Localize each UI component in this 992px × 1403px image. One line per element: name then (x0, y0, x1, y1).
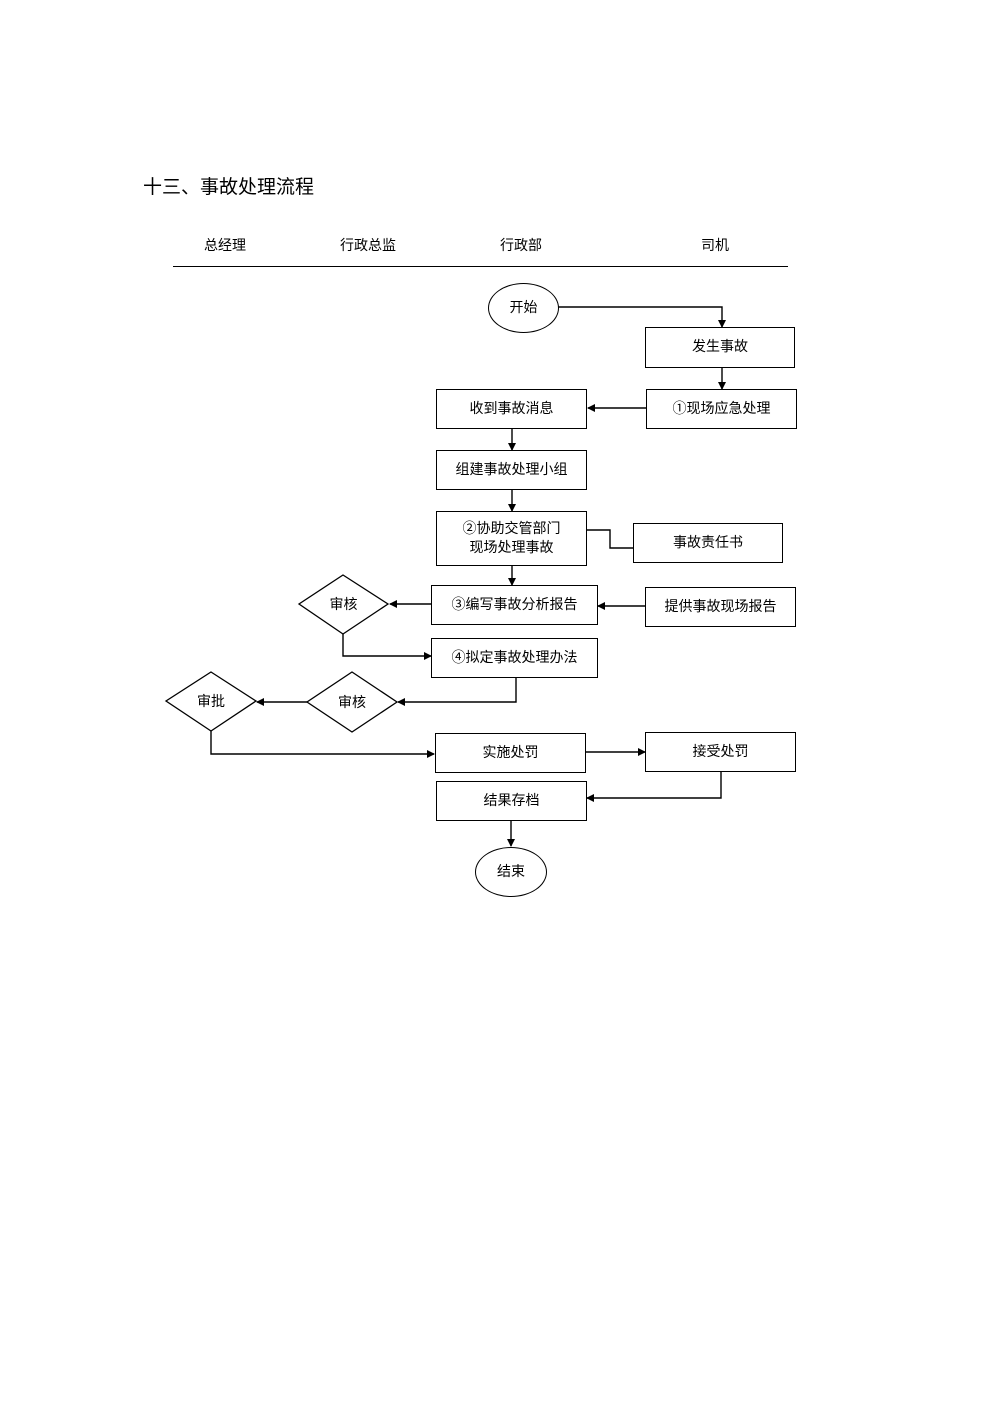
receive-news-box: 收到事故消息 (436, 389, 587, 429)
provide-report-box: 提供事故现场报告 (645, 587, 796, 627)
implement-penalty-box: 实施处罚 (435, 733, 586, 773)
draft-method-label: ④拟定事故处理办法 (451, 649, 578, 666)
review1-diamond-shape (297, 574, 390, 635)
assist-traffic-line2: 现场处理事故 (469, 539, 554, 556)
archive-label: 结果存档 (483, 792, 540, 809)
connector-review1-draft (342, 634, 432, 660)
archive-box: 结果存档 (436, 781, 587, 821)
approve-diamond: 审批 (166, 686, 256, 716)
approve-diamond-shape (164, 671, 258, 732)
lane-admin-department: 行政部 (500, 238, 542, 254)
accept-penalty-box: 接受处罚 (645, 732, 796, 772)
assist-traffic-box: ②协助交管部门 现场处理事故 (436, 511, 587, 566)
responsibility-letter-box: 事故责任书 (633, 523, 783, 563)
accident-label: 发生事故 (692, 339, 748, 356)
connector-accept-archive (586, 771, 722, 802)
lane-general-manager: 总经理 (204, 238, 246, 254)
assist-traffic-line1: ②协助交管部门 (462, 520, 561, 537)
form-team-label: 组建事故处理小组 (455, 461, 568, 478)
end-label: 结束 (497, 863, 525, 880)
connector-approve-implement (210, 731, 435, 758)
start-node: 开始 (488, 283, 559, 333)
responsibility-letter-label: 事故责任书 (673, 534, 743, 551)
connector-assist-letter (587, 529, 633, 549)
accept-penalty-label: 接受处罚 (692, 743, 749, 760)
receive-news-label: 收到事故消息 (469, 400, 554, 417)
write-report-label: ③编写事故分析报告 (451, 596, 578, 613)
review1-label: 审核 (329, 597, 358, 613)
lane-divider (173, 266, 788, 267)
onsite-emergency-label: ①现场应急处理 (672, 400, 771, 417)
review2-label: 审核 (338, 695, 366, 711)
accident-box: 发生事故 (645, 327, 795, 368)
review1-diamond: 审核 (299, 589, 388, 619)
onsite-emergency-box: ①现场应急处理 (646, 389, 797, 429)
page-title: 十三、事故处理流程 (143, 176, 315, 198)
provide-report-label: 提供事故现场报告 (664, 598, 777, 615)
implement-penalty-label: 实施处罚 (482, 744, 539, 761)
connector-draft-review2 (397, 678, 517, 706)
review2-diamond-shape (305, 671, 399, 733)
lane-admin-director: 行政总监 (340, 238, 396, 254)
start-label: 开始 (509, 299, 538, 316)
review2-diamond: 审核 (307, 687, 397, 717)
approve-label: 审批 (197, 694, 225, 710)
connector-start-accident (558, 306, 726, 328)
draft-method-box: ④拟定事故处理办法 (431, 638, 598, 678)
write-report-box: ③编写事故分析报告 (431, 585, 598, 625)
lane-driver: 司机 (701, 238, 729, 254)
end-node: 结束 (475, 847, 547, 897)
form-team-box: 组建事故处理小组 (436, 450, 587, 490)
